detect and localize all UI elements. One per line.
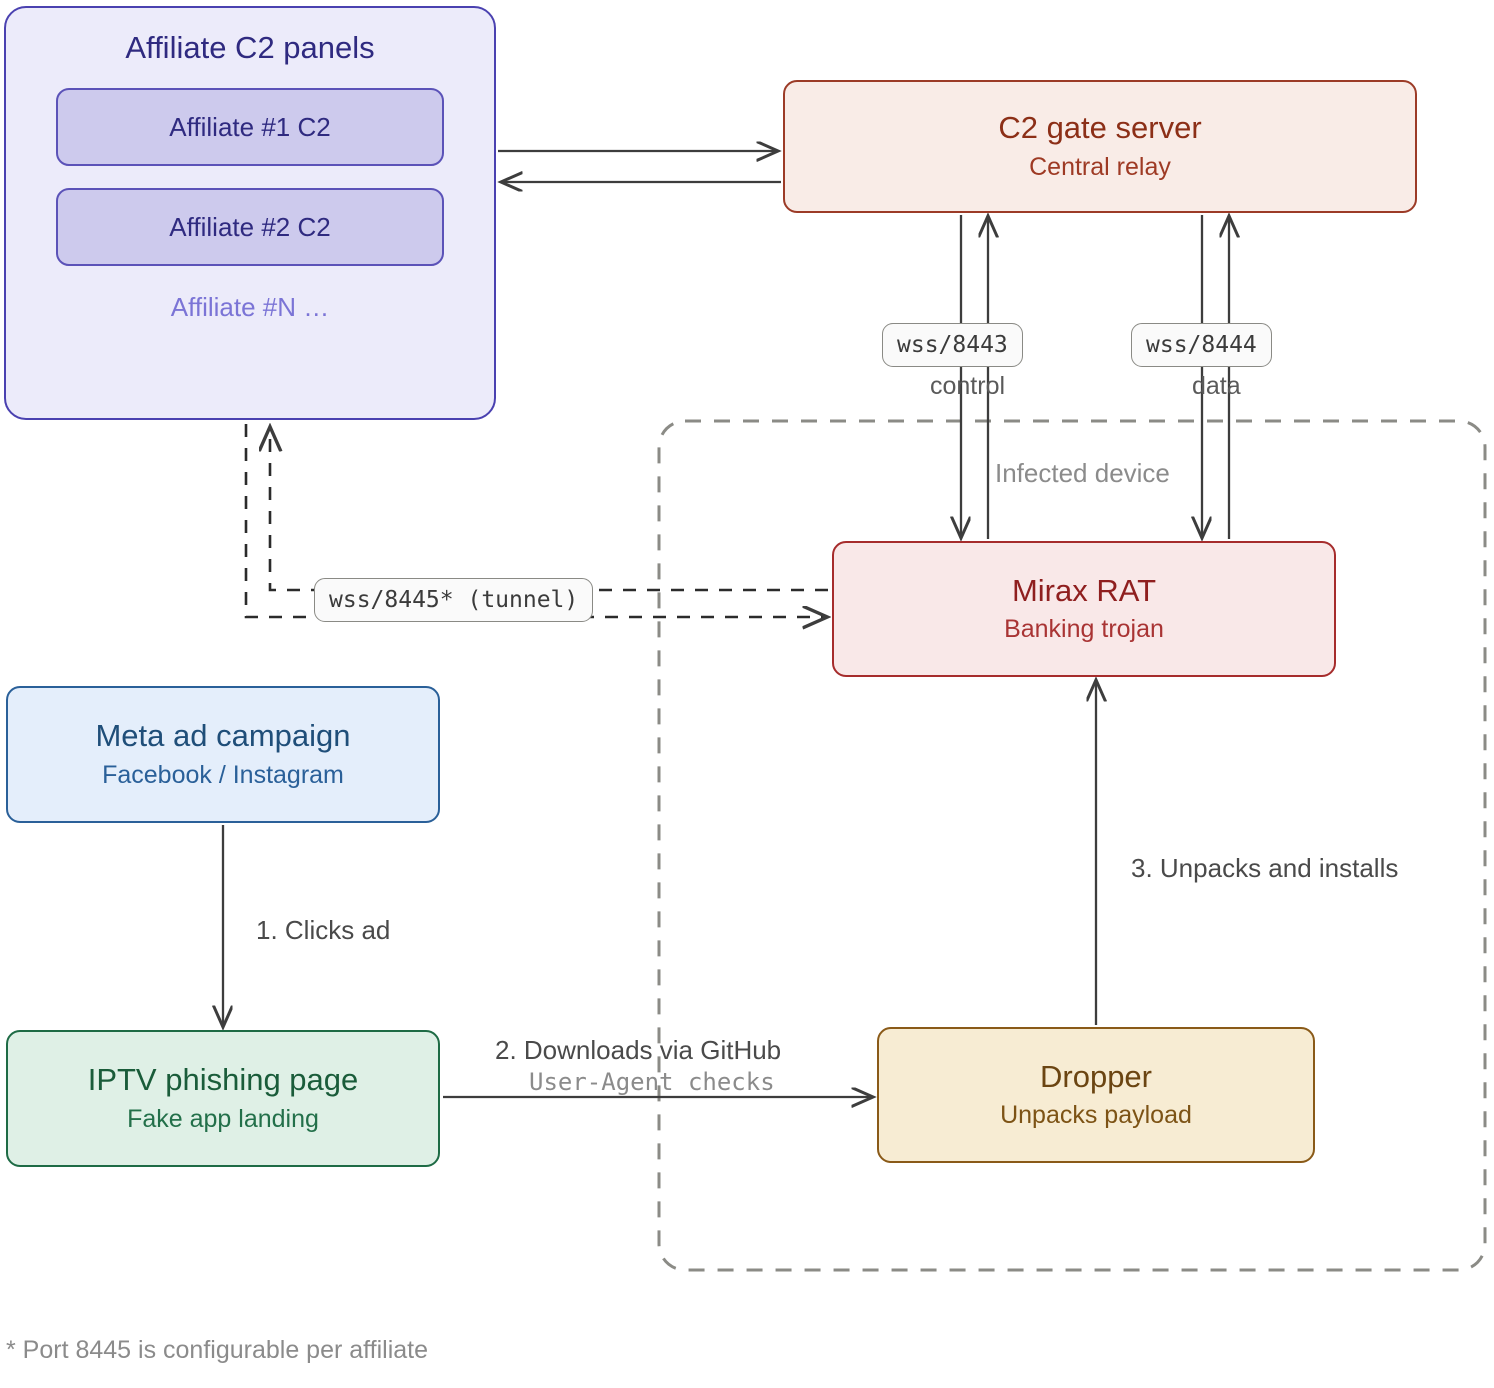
affiliate-chip-1[interactable]: Affiliate #1 C2 (56, 88, 444, 166)
c2-gate-title: C2 gate server (998, 110, 1202, 146)
boundary-label-infected-device: Infected device (995, 458, 1170, 488)
mirax-title: Mirax RAT (1011, 572, 1157, 608)
node-iptv-phishing-page[interactable]: IPTV phishing page Fake app landing (6, 1030, 440, 1167)
node-dropper[interactable]: Dropper Unpacks payload (877, 1027, 1315, 1163)
edge-label-step-3: 3. Unpacks and installs (1131, 853, 1399, 883)
edge-label-step-1: 1. Clicks ad (256, 915, 391, 945)
meta-ad-subtitle: Facebook / Instagram (102, 760, 344, 789)
edge-pill-control-port: wss/8443 (882, 323, 1023, 367)
dropper-title: Dropper (1040, 1058, 1152, 1094)
edge-label-step-2-sub: User-Agent checks (529, 1068, 775, 1096)
edge-label-step-2: 2. Downloads via GitHub (495, 1035, 782, 1065)
infected-device-boundary (657, 419, 1487, 1272)
affiliate-more-label: Affiliate #N … (170, 292, 330, 322)
node-affiliate-c2-panels[interactable]: Affiliate C2 panels Affiliate #1 C2 Affi… (4, 6, 496, 420)
edge-affiliate-to-mirax-tunnel (244, 424, 826, 617)
node-mirax-rat[interactable]: Mirax RAT Banking trojan (832, 541, 1336, 677)
meta-ad-title: Meta ad campaign (95, 718, 351, 754)
edge-mirax-to-affiliate-tunnel (270, 428, 828, 592)
edge-label-control: control (930, 372, 1006, 400)
node-meta-ad-campaign[interactable]: Meta ad campaign Facebook / Instagram (6, 686, 440, 823)
iptv-subtitle: Fake app landing (127, 1104, 319, 1133)
edge-label-data: data (1192, 372, 1241, 400)
affiliate-chip-2[interactable]: Affiliate #2 C2 (56, 188, 444, 266)
edge-pill-data-port: wss/8444 (1131, 323, 1272, 367)
c2-gate-subtitle: Central relay (1029, 152, 1171, 181)
affiliate-panel-title: Affiliate C2 panels (125, 30, 375, 65)
dropper-subtitle: Unpacks payload (1000, 1101, 1192, 1130)
footnote-port-configurable: * Port 8445 is configurable per affiliat… (6, 1336, 429, 1364)
mirax-subtitle: Banking trojan (1004, 615, 1164, 644)
node-c2-gate-server[interactable]: C2 gate server Central relay (783, 80, 1417, 213)
iptv-title: IPTV phishing page (87, 1062, 359, 1098)
edge-pill-tunnel-port: wss/8445* (tunnel) (314, 578, 594, 622)
